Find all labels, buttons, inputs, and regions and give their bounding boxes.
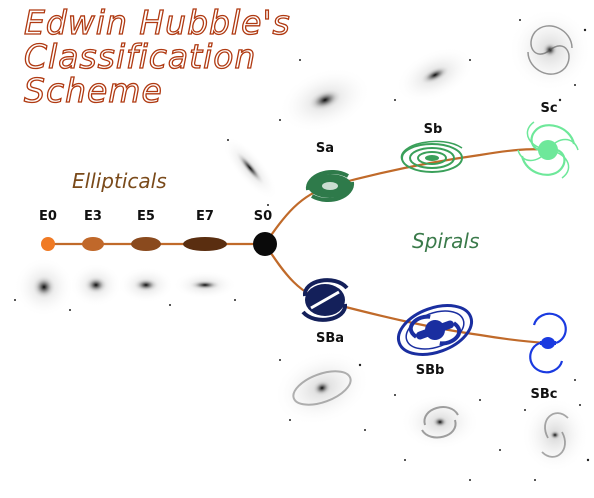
title-line-3: Scheme	[23, 71, 163, 110]
class-label-e5: E5	[137, 209, 155, 224]
class-label-sba: SBa	[315, 331, 345, 346]
galaxy-photo-e7	[173, 271, 237, 299]
background-galaxies	[14, 8, 592, 481]
e5-symbol	[131, 237, 161, 251]
galaxy-photo-sbc	[521, 397, 589, 473]
class-label-sbb: SBb	[415, 363, 445, 378]
spiral-branch	[264, 148, 549, 245]
galaxy-photo-e0	[14, 257, 74, 317]
spiral-symbols	[306, 121, 579, 202]
e0-symbol	[41, 237, 55, 251]
galaxy-photo-e5	[118, 267, 174, 303]
class-label-e3: E3	[84, 209, 102, 224]
galaxy-photo-s0	[222, 136, 278, 200]
barred-spiral-branch	[264, 243, 549, 345]
title-line-1: Edwin Hubble's	[23, 3, 291, 42]
sba-symbol	[301, 278, 349, 322]
galaxy-photo-sba	[273, 350, 371, 426]
s0-symbol	[253, 232, 277, 256]
galaxy-photo-sbb	[400, 394, 480, 450]
barred-spiral-symbols	[301, 278, 567, 374]
spirals-label: Spirals	[412, 229, 480, 253]
ellipticals-label: Ellipticals	[72, 169, 167, 193]
sbb-symbol	[397, 304, 473, 356]
class-label-s0: S0	[253, 209, 273, 224]
e7-symbol	[183, 237, 227, 251]
class-label-sc: Sc	[540, 101, 558, 116]
galaxy-photo-e3	[70, 263, 122, 307]
sc-symbol	[517, 121, 579, 179]
background-stars	[14, 19, 590, 481]
class-label-sb: Sb	[423, 122, 443, 137]
class-label-e7: E7	[196, 209, 214, 224]
galaxy-photo-sa	[278, 67, 372, 133]
sa-symbol	[306, 170, 354, 202]
title-line-2: Classification	[23, 37, 257, 76]
e3-symbol	[82, 237, 104, 251]
class-label-e0: E0	[39, 209, 57, 224]
class-label-sa: Sa	[315, 141, 335, 156]
elliptical-symbols	[41, 232, 277, 256]
sbc-symbol	[529, 312, 567, 374]
galaxy-photo-sc	[508, 8, 592, 92]
galaxy-photo-sb	[395, 46, 475, 104]
sb-symbol	[400, 140, 463, 173]
class-label-sbc: SBc	[530, 387, 558, 402]
